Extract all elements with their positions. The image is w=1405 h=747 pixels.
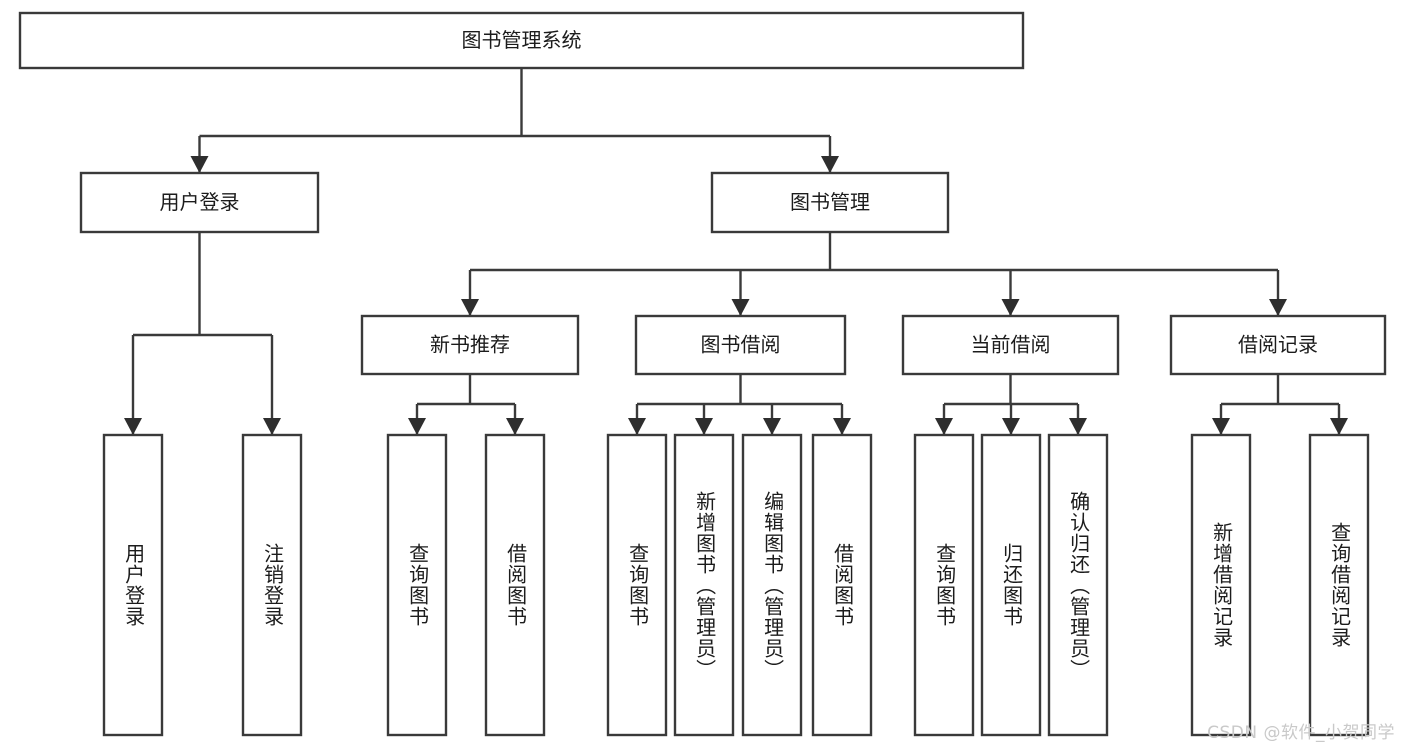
- node-current-borrow[interactable]: 当前借阅: [901, 314, 1120, 376]
- node-label-book-borrow: 图书借阅: [701, 333, 781, 357]
- arrow-icon-book-manage-0: [461, 299, 479, 316]
- node-add-borrow-record[interactable]: [1190, 433, 1252, 737]
- node-box-book-borrow: [634, 314, 847, 376]
- node-box-return-book: [980, 433, 1042, 737]
- node-query-book-2[interactable]: [606, 433, 668, 737]
- node-box-add-borrow-record: [1190, 433, 1252, 737]
- node-label-book-manage: 图书管理: [790, 190, 870, 214]
- node-label-user-login: 用户登录: [160, 190, 240, 214]
- arrow-icon-root-1: [821, 156, 839, 173]
- arrow-icon-new-book-recommend-1: [506, 418, 524, 435]
- arrow-icon-book-borrow-3: [833, 418, 851, 435]
- node-label-borrow-record: 借阅记录: [1238, 333, 1318, 357]
- arrow-icon-book-borrow-2: [763, 418, 781, 435]
- node-box-book-manage: [710, 171, 950, 234]
- node-box-query-borrow-record: [1308, 433, 1370, 737]
- node-box-current-borrow: [901, 314, 1120, 376]
- node-query-book-1[interactable]: [386, 433, 448, 737]
- node-add-book-admin[interactable]: [673, 433, 735, 737]
- node-box-user-login: [79, 171, 320, 234]
- arrow-icon-book-manage-3: [1269, 299, 1287, 316]
- node-box-borrow-record: [1169, 314, 1387, 376]
- node-box-add-book-admin: [673, 433, 735, 737]
- node-borrow-book-1[interactable]: [484, 433, 546, 737]
- node-box-new-book-recommend: [360, 314, 580, 376]
- node-box-root: [18, 11, 1025, 70]
- arrow-icon-borrow-record-1: [1330, 418, 1348, 435]
- node-box-user-login-leaf: [102, 433, 164, 737]
- arrow-icon-book-manage-1: [731, 299, 750, 316]
- node-box-user-logout-leaf: [241, 433, 303, 737]
- node-book-borrow[interactable]: 图书借阅: [634, 314, 847, 376]
- node-borrow-record[interactable]: 借阅记录: [1169, 314, 1387, 376]
- node-box-query-book-3: [913, 433, 975, 737]
- node-return-book[interactable]: [980, 433, 1042, 737]
- arrow-icon-root-0: [190, 156, 209, 173]
- arrow-icon-user-login-0: [124, 418, 142, 435]
- node-query-borrow-record[interactable]: [1308, 433, 1370, 737]
- arrow-icon-user-login-1: [263, 418, 281, 435]
- arrow-icon-new-book-recommend-0: [408, 418, 426, 435]
- node-confirm-return-admin[interactable]: [1047, 433, 1109, 737]
- arrow-icon-book-borrow-1: [695, 418, 713, 435]
- node-box-query-book-2: [606, 433, 668, 737]
- watermark: CSDN @软件_小贺同学: [1207, 723, 1395, 743]
- connector-layer: [124, 68, 1348, 435]
- node-borrow-book-2[interactable]: [811, 433, 873, 737]
- node-box-borrow-book-2: [811, 433, 873, 737]
- node-user-login[interactable]: 用户登录: [79, 171, 320, 234]
- node-root[interactable]: 图书管理系统: [18, 11, 1025, 70]
- node-label-new-book-recommend: 新书推荐: [430, 333, 510, 357]
- arrow-icon-current-borrow-0: [935, 418, 953, 435]
- node-label-current-borrow: 当前借阅: [971, 333, 1051, 357]
- arrow-icon-borrow-record-0: [1212, 418, 1230, 435]
- node-user-login-leaf[interactable]: [102, 433, 164, 737]
- arrow-icon-current-borrow-1: [1002, 418, 1020, 435]
- node-box-confirm-return-admin: [1047, 433, 1109, 737]
- arrow-icon-current-borrow-2: [1069, 418, 1087, 435]
- arrow-icon-book-borrow-0: [628, 418, 646, 435]
- node-new-book-recommend[interactable]: 新书推荐: [360, 314, 580, 376]
- node-box-query-book-1: [386, 433, 448, 737]
- node-user-logout-leaf[interactable]: [241, 433, 303, 737]
- node-box-edit-book-admin: [741, 433, 803, 737]
- node-box-borrow-book-1: [484, 433, 546, 737]
- node-edit-book-admin[interactable]: [741, 433, 803, 737]
- arrow-icon-book-manage-2: [1001, 299, 1020, 316]
- node-query-book-3[interactable]: [913, 433, 975, 737]
- node-book-manage[interactable]: 图书管理: [710, 171, 950, 234]
- node-label-root: 图书管理系统: [462, 28, 582, 52]
